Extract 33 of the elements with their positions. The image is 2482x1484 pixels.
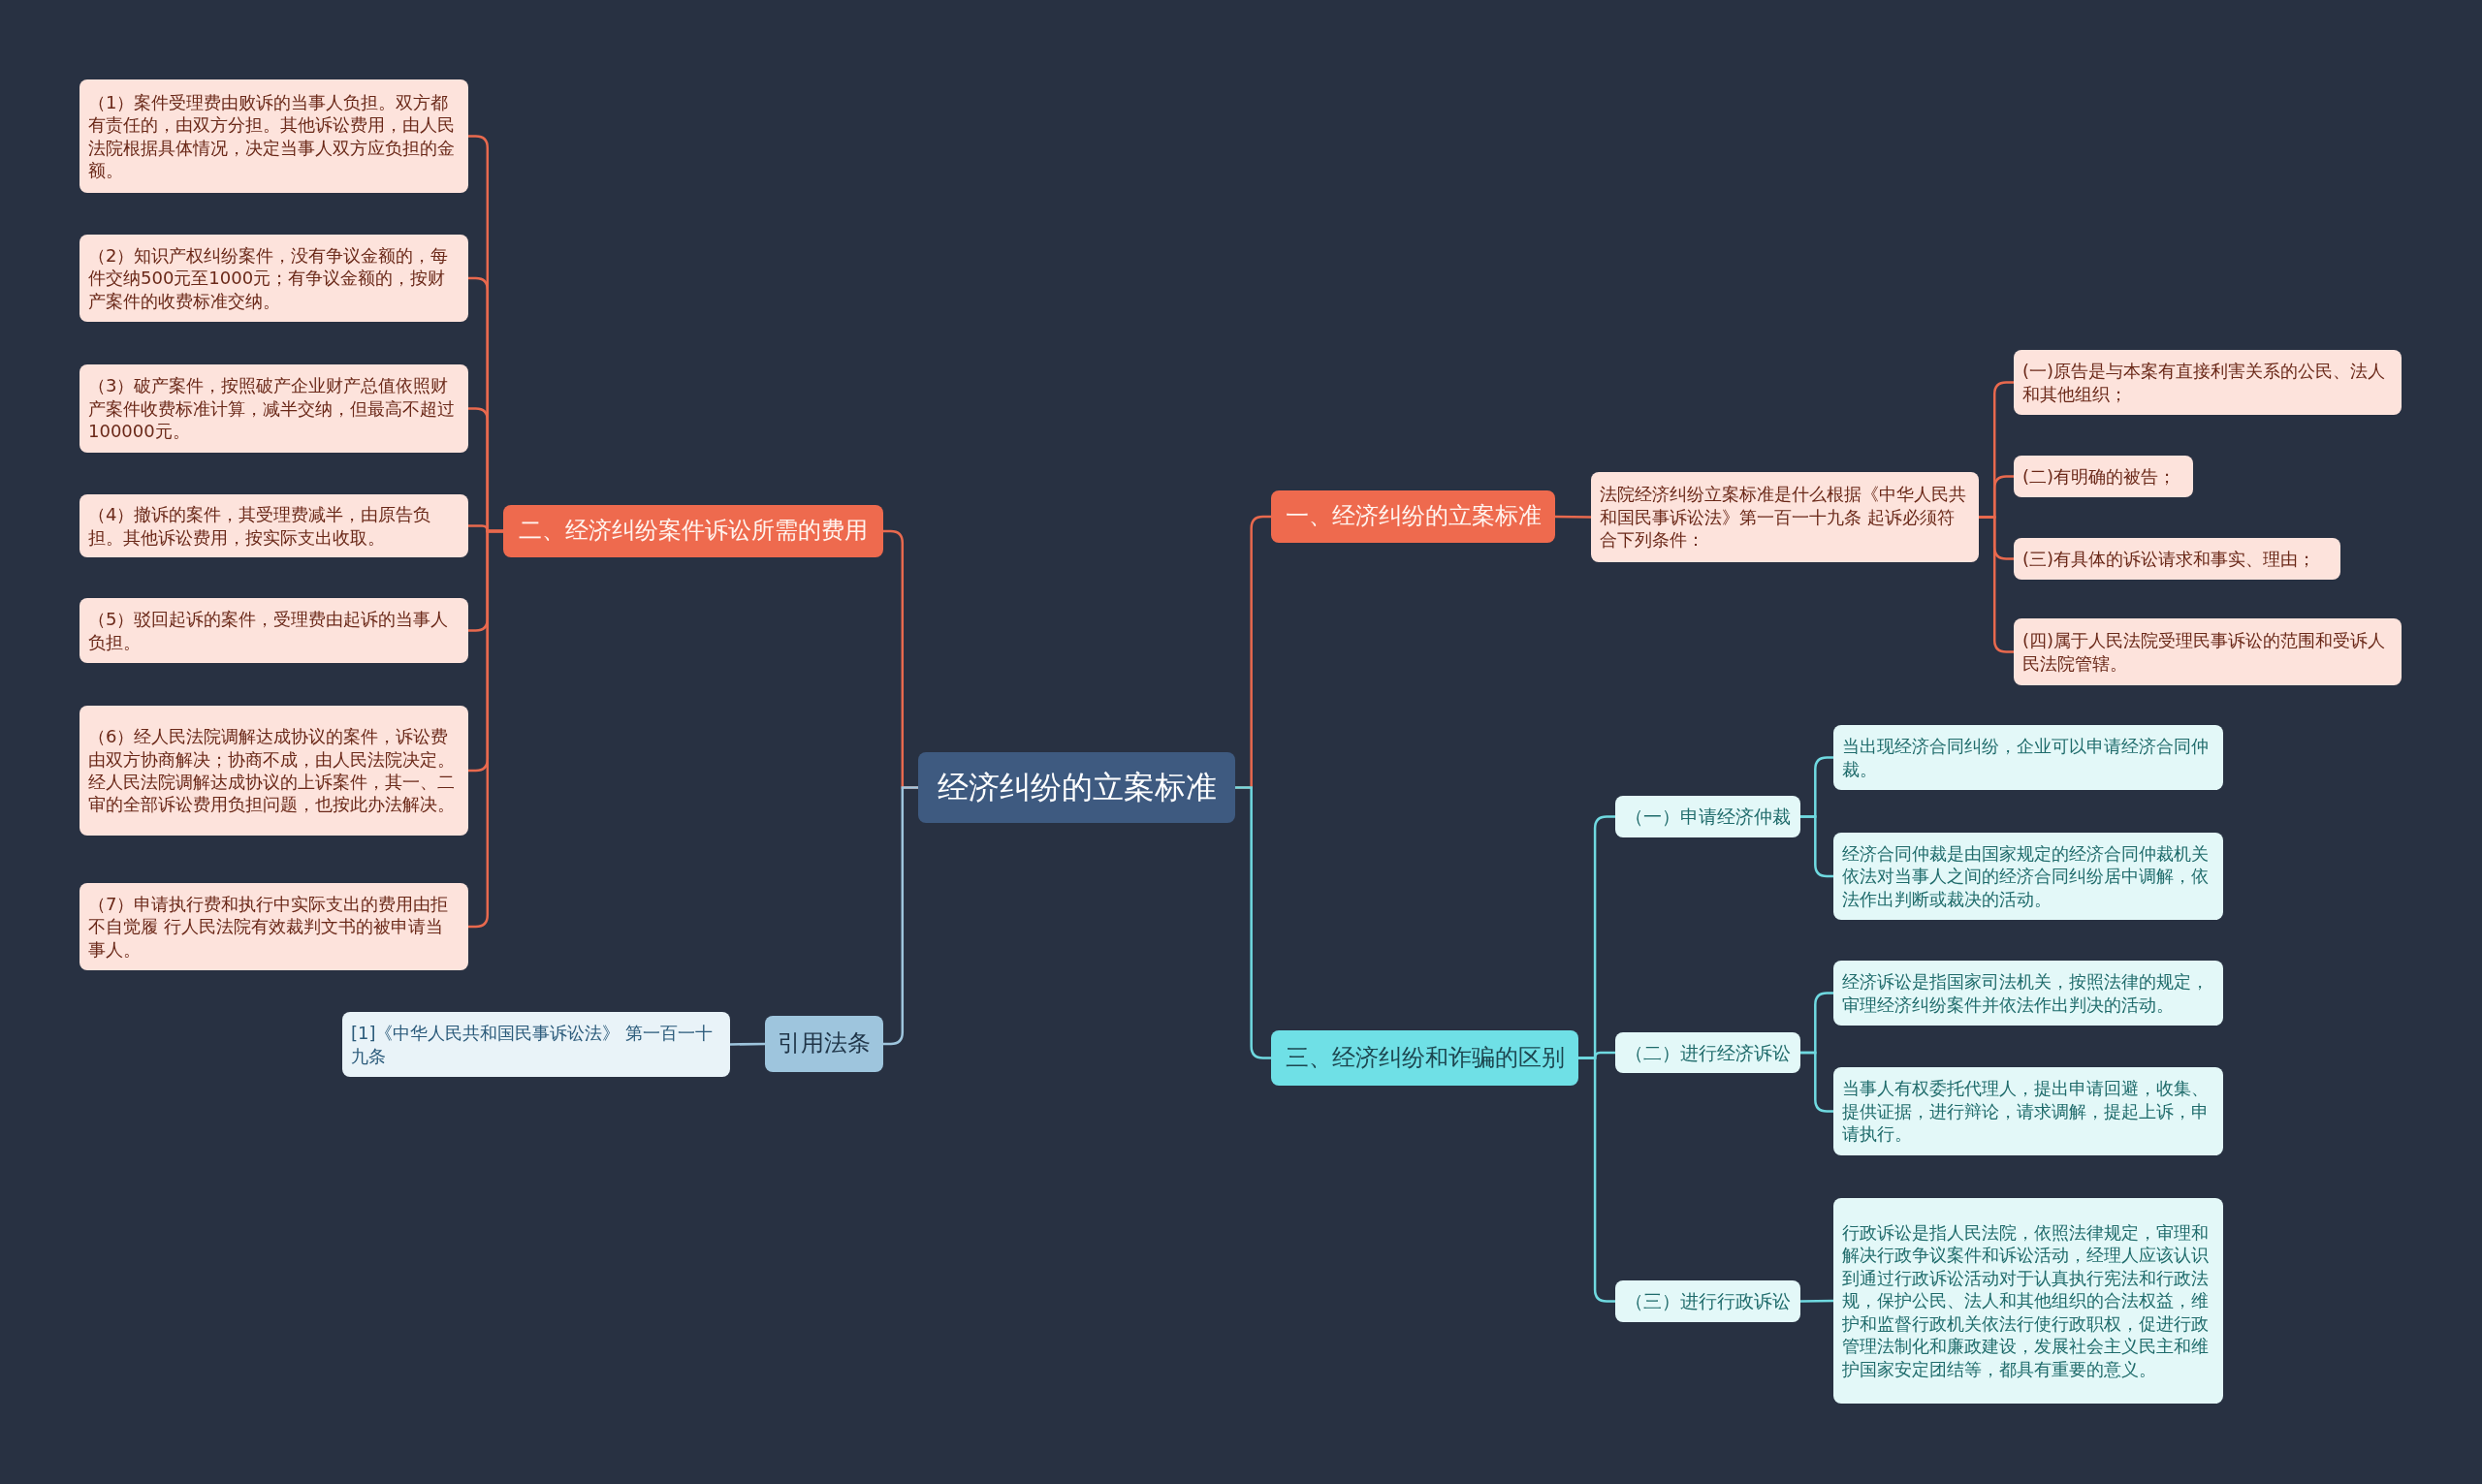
note-box: 当出现经济合同纠纷，企业可以申请经济合同仲裁。 [1833, 725, 2223, 790]
note-box: （3）破产案件，按照破产企业财产总值依照财产案件收费标准计算，减半交纳，但最高不超过100000元。 [80, 364, 468, 453]
note-box: (二)有明确的被告； [2014, 456, 2193, 497]
note-box: （6）经人民法院调解达成协议的案件，诉讼费由双方协商解决；协商不成，由人民法院决定。经人民法院调解达成协议的上诉案件，其一、二审的全部诉讼费用负担问题，也按此办法解决。 [80, 706, 468, 836]
note-box: (一)原告是与本案有直接利害关系的公民、法人和其他组织； [2014, 350, 2402, 415]
subtopic-box: （三）进行行政诉讼 [1615, 1280, 1800, 1322]
branch-topic: 引用法条 [765, 1016, 883, 1072]
connector-line [730, 1042, 765, 1046]
connector-line [1979, 516, 2014, 653]
connector-line [1555, 515, 1591, 519]
branch-topic: 三、经济纠纷和诈骗的区别 [1271, 1030, 1578, 1086]
note-box: (三)有具体的诉讼请求和事实、理由； [2014, 538, 2340, 580]
note-box: 当事人有权委托代理人，提出申请回避，收集、提供证据，进行辩论，请求调解，提起上诉，申请执行。 [1833, 1067, 2223, 1155]
note-box: 经济诉讼是指国家司法机关，按照法律的规定，审理经济纠纷案件并依法作出判决的活动。 [1833, 961, 2223, 1026]
note-box: （4）撤诉的案件，其受理费减半，由原告负担。其他诉讼费用，按实际支出收取。 [80, 494, 468, 557]
note-box: 经济合同仲裁是由国家规定的经济合同仲裁机关依法对当事人之间的经济合同纠纷居中调解，依法作出判断或裁决的活动。 [1833, 833, 2223, 920]
branch-topic: 一、经济纠纷的立案标准 [1271, 490, 1555, 543]
branch-topic: 二、经济纠纷案件诉讼所需的费用 [503, 505, 883, 557]
note-box: （5）驳回起诉的案件，受理费由起诉的当事人负担。 [80, 598, 468, 663]
note-box: (四)属于人民法院受理民事诉讼的范围和受诉人民法院管辖。 [2014, 618, 2402, 685]
connector-line [883, 786, 918, 1046]
note-box: 行政诉讼是指人民法院，依照法律规定，审理和解决行政争议案件和诉讼活动，经理人应该认识到通过行政诉讼活动对于认真执行宪法和行政法规，保护公民、法人和其他组织的合法权益，维护和监督行政机关依法行使行政职权，促进行政管理法制化和廉政建设，发展社会主义民主和维护国家安定团结等，都具有重要的意义。 [1833, 1198, 2223, 1404]
central-topic: 经济纠纷的立案标准 [918, 752, 1235, 823]
note-box: 法院经济纠纷立案标准是什么根据《中华人民共和国民事诉讼法》第一百一十九条 起诉必须符合下列条件： [1591, 472, 1979, 562]
note-box: [1]《中华人民共和国民事诉讼法》 第一百一十九条 [342, 1012, 730, 1077]
subtopic-box: （二）进行经济诉讼 [1615, 1032, 1800, 1073]
subtopic-box: （一）申请经济仲裁 [1615, 796, 1800, 837]
connector-line [1235, 786, 1271, 1059]
connector-line [1800, 1299, 1833, 1303]
note-box: （1）案件受理费由败诉的当事人负担。双方都有责任的，由双方分担。其他诉讼费用，由人民法院根据具体情况，决定当事人双方应负担的金额。 [80, 79, 468, 193]
note-box: （2）知识产权纠纷案件，没有争议金额的，每件交纳500元至1000元；有争议金额的，按财产案件的收费标准交纳。 [80, 235, 468, 322]
connector-line [1578, 1057, 1615, 1303]
note-box: （7）申请执行费和执行中实际支出的费用由拒不自觉履 行人民法院有效裁判文书的被申请当事人。 [80, 883, 468, 970]
